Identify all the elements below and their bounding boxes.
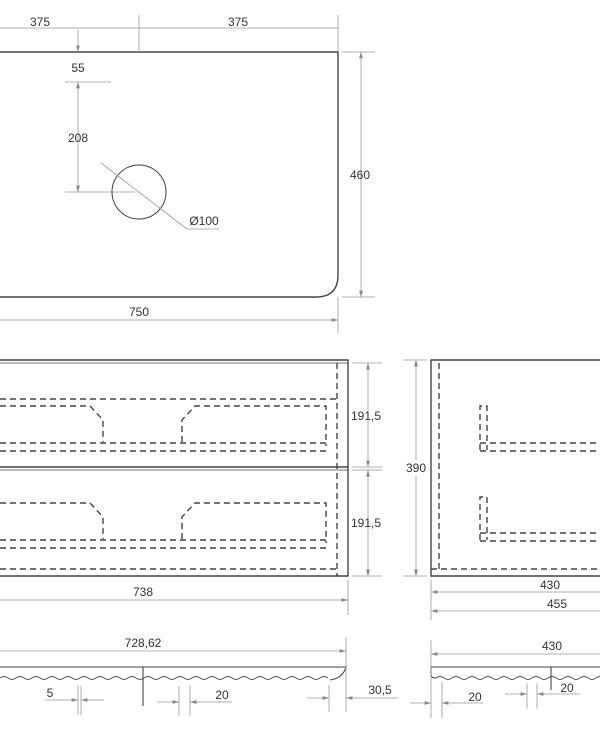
dim-height: 390 bbox=[406, 461, 426, 475]
dim-gap: 20 bbox=[215, 688, 229, 702]
dim-depth-inner: 430 bbox=[540, 578, 560, 592]
dim-gap-left: 20 bbox=[468, 690, 482, 704]
dim-width: 738 bbox=[133, 585, 153, 599]
dim-drawer-bottom: 191,5 bbox=[351, 516, 381, 530]
dim-hole-diameter: Ø100 bbox=[189, 214, 219, 228]
section-side: 430 20 20 bbox=[410, 639, 600, 718]
dim-edge: 30,5 bbox=[368, 683, 392, 697]
dim-width: 750 bbox=[129, 305, 149, 319]
dim-length: 430 bbox=[542, 639, 562, 653]
section-front: 728,62 5 20 30,5 bbox=[0, 636, 398, 716]
dim-depth: 460 bbox=[350, 168, 370, 182]
dim-right-half: 375 bbox=[228, 15, 248, 29]
dim-left-half: 375 bbox=[30, 15, 50, 29]
dim-drawer-top: 191,5 bbox=[351, 409, 381, 423]
side-view: 390 430 455 bbox=[403, 359, 600, 620]
dim-gap-small: 5 bbox=[47, 686, 54, 700]
dim-hole-center: 208 bbox=[68, 131, 88, 145]
drain-hole bbox=[111, 164, 167, 220]
front-view: 191,5 191,5 738 bbox=[0, 359, 382, 615]
dim-offset: 55 bbox=[71, 61, 85, 75]
dim-depth-outer: 455 bbox=[547, 597, 567, 611]
countertop-outline bbox=[0, 51, 339, 298]
dim-length: 728,62 bbox=[125, 636, 162, 650]
dim-gap-right: 20 bbox=[560, 681, 574, 695]
top-view: 375 375 55 208 Ø100 460 750 bbox=[0, 15, 375, 333]
